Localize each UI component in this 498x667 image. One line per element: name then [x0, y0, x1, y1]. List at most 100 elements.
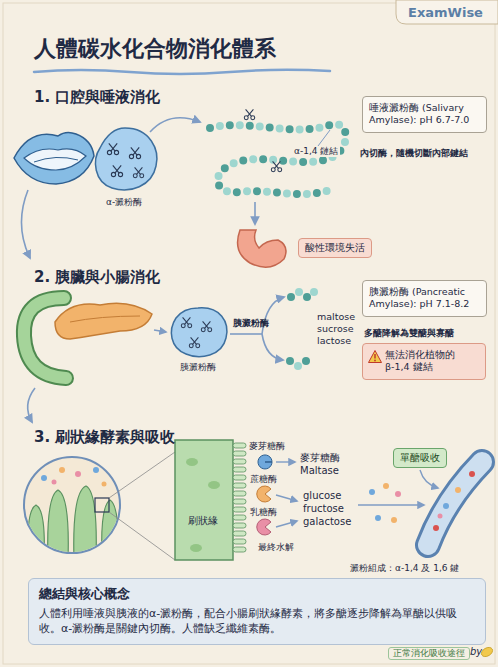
scissors-icon [181, 317, 191, 327]
enzyme-label: 蔗糖酶 [250, 474, 277, 485]
enzyme-label: 麥芽糖酶 [249, 441, 285, 452]
title-text: 人體碳水化合物消化體系 [34, 36, 276, 62]
process-label: 最終水解 [258, 542, 294, 553]
scissors-icon [244, 109, 254, 119]
sucrase-enzyme [257, 486, 271, 502]
enzyme-name: 麥芽糖酶 [300, 452, 340, 464]
blood-vessel [428, 462, 482, 545]
box-text: 無法消化植物的 β-1,4 鍵結 [385, 349, 479, 374]
scissors-icon [111, 165, 122, 176]
disaccharide-beads [286, 288, 318, 370]
info-box: 胰澱粉酶 (Pancreatic Amylase): pH 7.1-8.2 [362, 280, 487, 317]
amylase-blob [171, 308, 226, 357]
warning-tag: 酸性環境失活 [298, 238, 372, 258]
enzyme-label: 胰澱粉酶 [180, 362, 216, 373]
duodenum-outline [24, 298, 66, 378]
note-text: 澱粉組成：α-1,4 及 1,6 鍵 [350, 563, 459, 574]
scissors-icon [107, 143, 118, 154]
brush-border-panel [175, 440, 246, 560]
starch-chain [210, 109, 346, 194]
zoom-square [95, 498, 109, 512]
glucose-beads [210, 124, 346, 194]
scissors-icon [133, 167, 143, 177]
box-text: 單醣吸收 [400, 452, 440, 464]
mouth-opening [24, 149, 86, 170]
blob-outline [171, 308, 226, 357]
sugar-name: sucrose [317, 323, 354, 334]
flow-arrow [276, 461, 295, 462]
note-text: 多醣降解為雙醣與寡醣 [364, 328, 454, 339]
box-text: 唾液澱粉酶 (Salivary Amylase): pH 6.7-7.0 [369, 102, 480, 127]
flow-arrow [21, 190, 30, 258]
intestine-magnifier [24, 457, 120, 560]
enzyme-label: 乳糖酶 [250, 507, 277, 518]
mouth-illustration [14, 132, 94, 184]
zoom-line [109, 452, 175, 498]
sugar-name: maltose [317, 311, 355, 322]
warning-bar [374, 354, 376, 359]
absorption-arrow [358, 504, 424, 505]
signature-text: by [470, 646, 482, 658]
pancreas-illustration [24, 298, 152, 378]
flow-arrow [262, 334, 283, 360]
note-text: 內切酶，隨機切斷內部鍵結 [360, 148, 468, 159]
part-label: 刷狀緣 [188, 515, 218, 527]
flow-arrow [230, 333, 262, 335]
sugar-name: glucose [303, 490, 341, 502]
warning-box: 無法消化植物的 β-1,4 鍵結 [362, 343, 486, 380]
microvilli [233, 443, 246, 552]
saliva-drop [96, 128, 157, 190]
absorption-tag: 單醣吸收 [393, 448, 447, 468]
leader-line [318, 130, 330, 146]
glucose-beads [210, 124, 346, 194]
enzyme-name: Maltase [300, 465, 339, 477]
arrow-label: 胰澱粉酶 [233, 318, 269, 329]
bond-label: α-1,4 鏈結 [292, 146, 340, 157]
flow-arrow [150, 118, 200, 132]
warning-icon [368, 350, 382, 363]
flow-arrow [154, 330, 166, 332]
summary-box: 總結與核心概念人體利用唾液與胰液的α-澱粉酶，配合小腸刷狀緣酵素，將多醣逐步降解… [28, 578, 486, 645]
brand-name: ExamWise [408, 5, 483, 21]
maltase-enzyme [258, 455, 272, 469]
cell-nuclei [186, 458, 220, 552]
section-heading: 1. 口腔與唾液消化 [34, 88, 160, 106]
stomach-illustration [238, 230, 286, 267]
section-heading: 2. 胰臟與小腸消化 [34, 268, 160, 286]
sugar-name: galactose [303, 516, 351, 528]
pathway-tag: 正常消化吸收途徑 [388, 647, 470, 660]
scissors-icon [129, 147, 140, 158]
page-border [3, 3, 495, 664]
warning-triangle [369, 351, 382, 363]
body-text: 人體利用唾液與胰液的α-澱粉酶，配合小腸刷狀緣酵素，將多醣逐步降解為單醣以供吸收… [39, 606, 475, 637]
duodenum [24, 298, 66, 378]
cell-panel [175, 440, 233, 560]
scissors-icon [201, 321, 211, 331]
absorption-arrow [420, 470, 438, 488]
teeth-line [34, 157, 78, 162]
enzyme-label: α-澱粉酶 [106, 197, 142, 208]
flow-arrow [276, 521, 297, 527]
flow-arrow [262, 297, 284, 334]
flow-arrow [276, 495, 297, 501]
vessel-wall [428, 462, 482, 545]
pancreatic-duct [70, 316, 140, 322]
warning-dot [374, 360, 376, 362]
title-underline [34, 70, 330, 74]
sugar-name: lactose [317, 335, 351, 346]
info-box: 唾液澱粉酶 (Salivary Amylase): pH 6.7-7.0 [362, 96, 487, 133]
monosaccharide-dots [369, 483, 401, 523]
flow-arrow [254, 202, 256, 224]
box-text: 總結與核心概念 [39, 586, 475, 603]
sugar-name: fructose [303, 503, 344, 515]
vessel-lumen [428, 462, 482, 545]
zoom-line [109, 512, 175, 560]
flow-arrow [28, 388, 35, 422]
scissors-icon [189, 337, 199, 347]
pancreas [55, 303, 152, 339]
lips [14, 132, 94, 184]
box-text: 酸性環境失活 [305, 242, 365, 254]
drop-outline [96, 128, 157, 190]
